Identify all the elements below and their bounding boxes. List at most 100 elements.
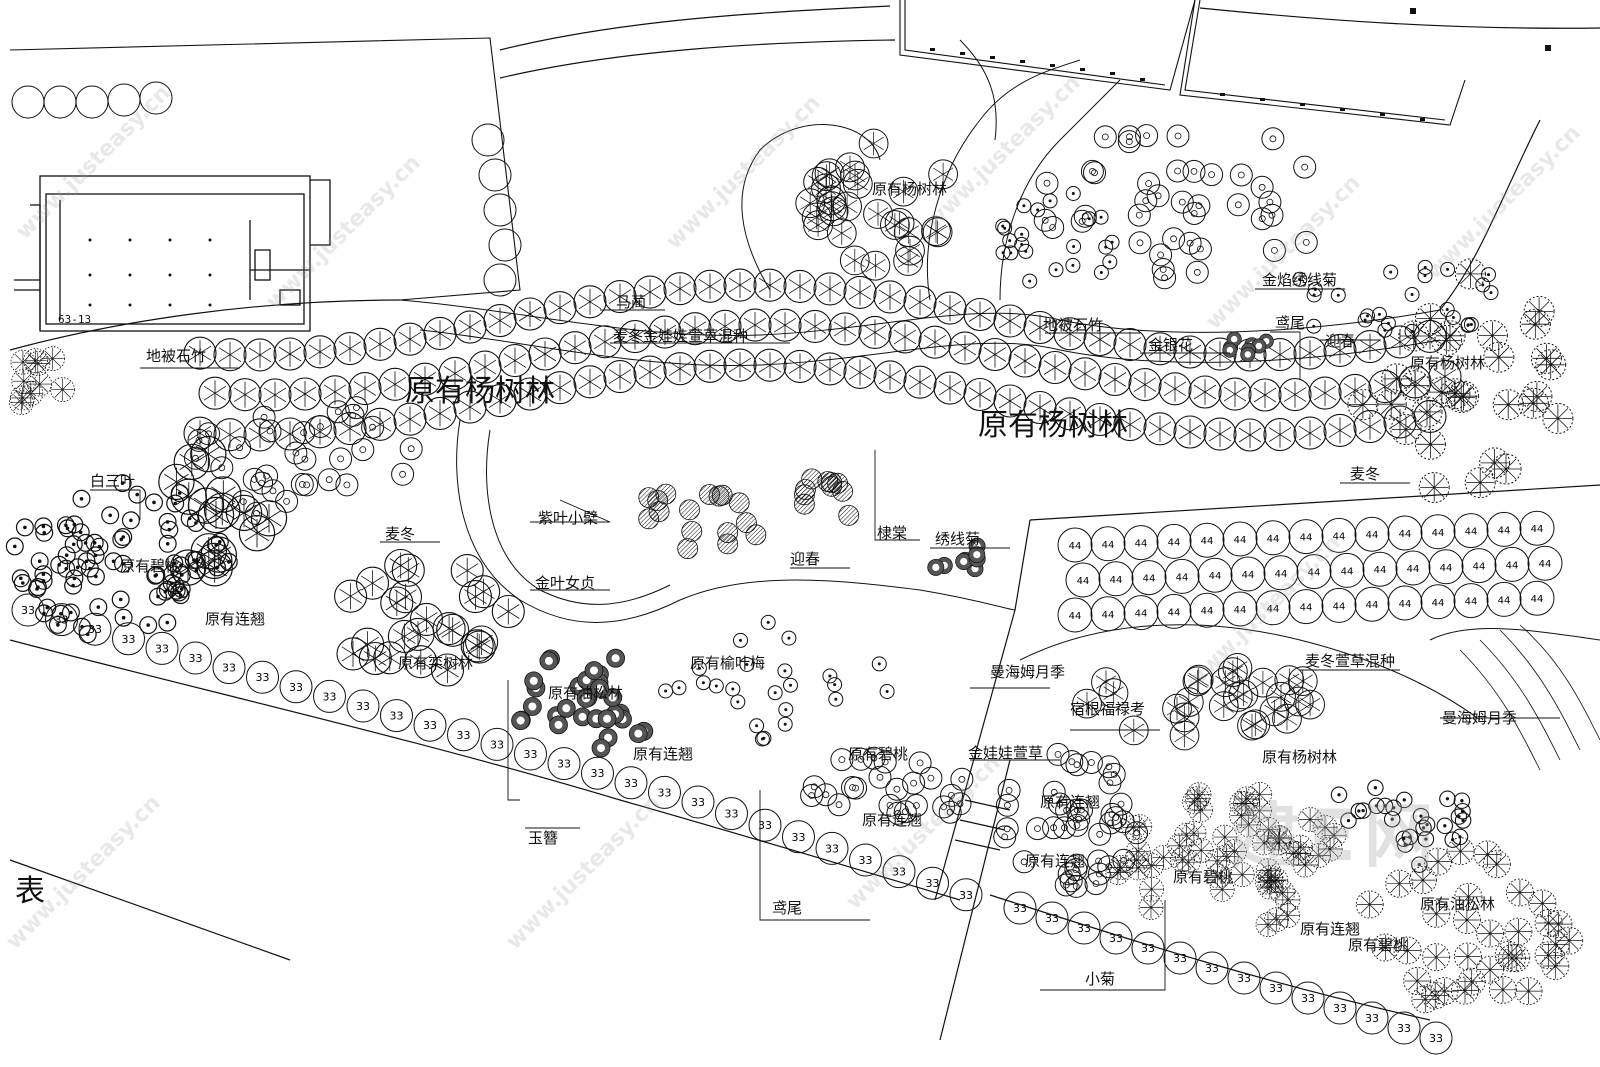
poplar-tree [783, 349, 817, 383]
pine-tree [524, 671, 544, 691]
street-tree: 33 [1195, 951, 1229, 985]
label-orig-pine-low: 原有油松林 [1420, 895, 1496, 913]
poplar-tree [826, 218, 857, 249]
conifer [1476, 919, 1505, 948]
small-shrub [1418, 816, 1436, 833]
small-shrub [1417, 259, 1433, 275]
conifer [1138, 895, 1164, 920]
grid-tree: 44 [1098, 561, 1134, 597]
street-tree: 33 [782, 820, 815, 854]
yellowtree [450, 554, 484, 588]
grid-tree-code: 44 [1176, 572, 1189, 583]
label-yingchun-mid: 迎春 [790, 550, 821, 568]
lianqiao-shrub [145, 493, 163, 512]
grid-tree-code: 44 [1201, 606, 1214, 617]
grid-tree: 44 [1486, 581, 1522, 617]
grid-tree-code: 44 [1498, 595, 1511, 606]
poplar-tree [453, 310, 487, 344]
lianqiao-shrub [158, 613, 177, 632]
poplar-tree [1240, 709, 1271, 740]
poplar-tree [1248, 667, 1278, 698]
conifer [27, 371, 53, 397]
grid-tree: 44 [1131, 560, 1167, 596]
poplar-tree [840, 160, 870, 191]
street-tree: 33 [145, 631, 179, 665]
label-poplar-right: 原有杨树林 [1410, 354, 1486, 372]
street-tree: 33 [279, 670, 313, 704]
poplar-tree [1182, 666, 1213, 697]
shrub [1060, 750, 1084, 774]
label-yuzan: 玉簪 [528, 829, 559, 847]
lianqiao-shrub [121, 511, 140, 530]
shrub [1046, 742, 1070, 766]
conifer [1297, 807, 1323, 832]
small-shrub [1436, 817, 1454, 835]
poplar-tree [1295, 689, 1325, 720]
small-shrub [1383, 264, 1399, 280]
poplar-tree [843, 355, 877, 389]
small-shrub [1404, 287, 1420, 302]
grid-tree-code: 44 [1506, 560, 1519, 571]
grid-tree-code: 44 [1234, 535, 1247, 546]
label-iris-top: 鸢尾 [1275, 314, 1306, 332]
iris-shrub [1222, 342, 1238, 358]
grid-tree-code: 44 [1209, 571, 1222, 582]
street-tree: 33 [748, 808, 782, 842]
street-tree: 33 [681, 785, 715, 819]
label-honeysuckle: 金银花 [1148, 336, 1194, 354]
small-shrub [1412, 807, 1430, 825]
street-tree-code: 33 [959, 889, 973, 902]
small-shrub [1439, 790, 1456, 808]
shrub [1093, 125, 1117, 149]
shrub [231, 490, 255, 514]
street-tree-code: 33 [1077, 922, 1091, 935]
street-tree-code: 33 [323, 690, 337, 703]
poplar-tree [1233, 418, 1267, 452]
poplar-tree [273, 337, 307, 371]
small-shrub [1440, 261, 1456, 277]
poplar-tree [663, 272, 697, 306]
shrub [1109, 792, 1133, 816]
grid-tree: 44 [1230, 556, 1266, 592]
street-tree-code: 33 [1013, 902, 1027, 915]
pine-tree [549, 715, 568, 735]
conifer [1448, 380, 1480, 412]
small-shrub [778, 702, 794, 718]
poplar-tree [213, 338, 247, 372]
grid-tree: 44 [1065, 562, 1101, 598]
shrub [932, 795, 956, 819]
street-tree-code: 33 [122, 633, 136, 646]
label-orig-lianqiao-mid: 原有连翘 [633, 745, 694, 763]
grid-tree-code: 44 [1432, 528, 1445, 539]
poplar-tree [198, 376, 232, 410]
street-tree: 33 [849, 843, 882, 877]
road-lines [9, 5, 1600, 1041]
small-shrub [783, 677, 798, 693]
street-tree-code: 33 [88, 623, 102, 636]
street-tree-code: 33 [1333, 1002, 1347, 1015]
grid-tree-code: 44 [1531, 524, 1544, 535]
shrub [290, 472, 314, 496]
grid-tree-code: 44 [1201, 536, 1214, 547]
poplar-tree [933, 371, 967, 405]
grid-tree: 44 [1189, 592, 1225, 628]
poplar-tree [693, 349, 727, 383]
small-shrub [1065, 186, 1081, 201]
shrub [399, 437, 423, 461]
shrub [1229, 163, 1253, 187]
conifer [1267, 826, 1293, 852]
label-poplar-main-2: 原有杨树林 [978, 408, 1128, 443]
contour-lines-right [1459, 624, 1600, 771]
label-maidong-left: 麦冬 [385, 525, 416, 543]
grid-tree-code: 44 [1102, 610, 1115, 621]
street-tree-code: 33 [1205, 962, 1219, 975]
poplar-tree [798, 309, 832, 343]
label-maidong-daylily: 麦冬萱草混种 [1305, 652, 1396, 670]
conifer [1514, 977, 1543, 1006]
poplar-tree [893, 246, 923, 276]
poplar-tree [1038, 350, 1072, 385]
shrub [329, 447, 353, 471]
hatched-shrub [677, 538, 699, 559]
poplar-tree [832, 191, 862, 222]
label-orig-lianqiao-low2: 原有连翘 [1300, 920, 1361, 938]
